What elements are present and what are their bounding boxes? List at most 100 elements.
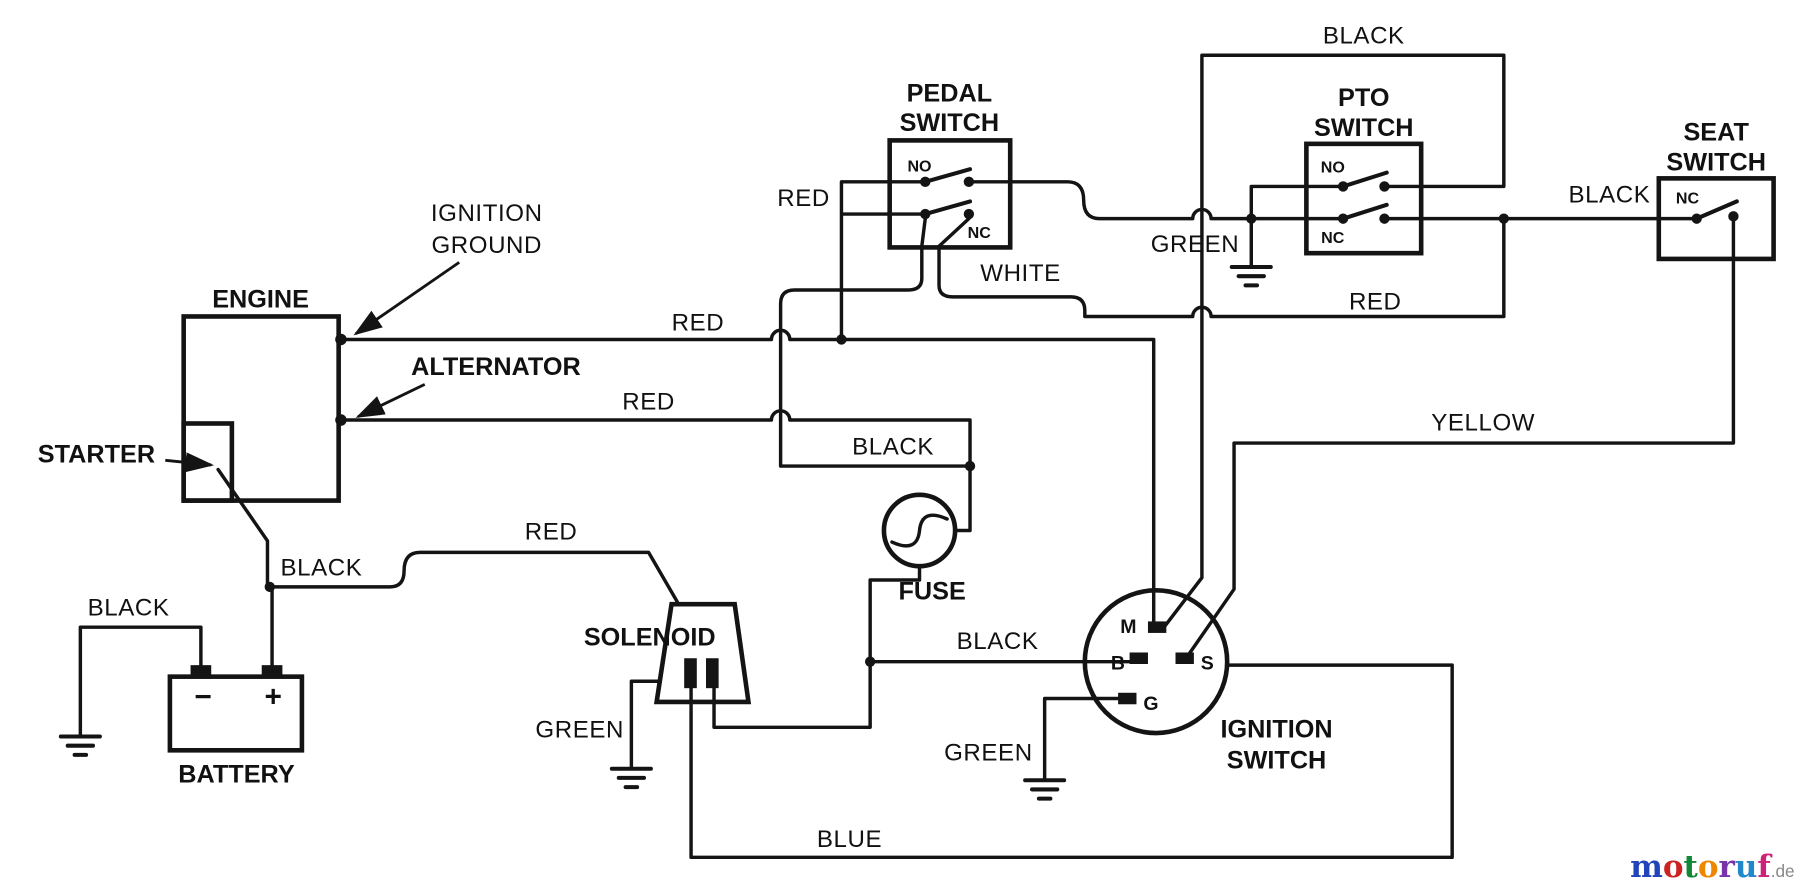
ground-symbol-solenoid [609,766,653,790]
ground-symbol-battery [58,734,102,757]
seat-contact-dot [1691,213,1702,224]
watermark-letter[interactable]: r [1719,849,1736,885]
ignition-switch-group: M B S G IGNITION SWITCH [1082,588,1333,775]
watermark-letter[interactable]: m [1630,849,1663,885]
wire-solenoid-red [265,550,680,604]
engine-group: ENGINE STARTER [38,285,341,503]
seat-nc-lever [1694,199,1739,221]
ignition-ground-pointer-arrow [353,261,460,336]
engine-terminal-callouts: IGNITION GROUND ALTERNATOR [353,200,581,418]
seat-switch-label-line1: SEAT [1683,118,1749,146]
watermark-letter[interactable]: o [1663,849,1684,885]
wire-label-battery-ground-black: BLACK [88,595,170,622]
pto-contact-dot [1337,181,1349,192]
solenoid-terminal [684,658,697,689]
ignition-switch-label-line2: SWITCH [1227,747,1327,775]
ignition-terminal-m [1147,621,1167,633]
ground-symbol-pto [1229,264,1273,288]
pto-contact-dot [1379,181,1390,192]
ignition-terminal-b [1129,652,1148,664]
pto-switch-nc-label: NC [1321,229,1345,247]
wire-label-alternator-red: RED [622,389,675,416]
pedal-switch-box [887,138,1013,250]
ignition-terminal-m-label: M [1120,616,1136,638]
seat-switch-nc-label: NC [1676,190,1700,208]
watermark-motoruf-logo[interactable]: motoruf.de [1630,849,1795,885]
fuse-group: FUSE [881,492,966,606]
engine-label: ENGINE [212,285,309,313]
wire-label-pedal-feed-red: RED [777,185,830,212]
wire-battery-negative-ground [78,625,203,739]
junction-dot [264,581,275,593]
wire-label-interlock-red: RED [1349,289,1402,316]
wire-label-solenoid-red: RED [525,519,578,546]
pedal-switch-no-label: NO [907,157,931,175]
junction-dot [1246,213,1257,224]
wire-label-engine-red: RED [672,309,725,336]
pedal-no-lever [923,167,973,184]
seat-contact-dot [1728,211,1739,222]
wire-fuse-to-solenoid [712,564,922,730]
pedal-contact-dot [963,176,975,188]
wire-label-ignition-b-black: BLACK [957,628,1039,655]
seat-switch-group: SEAT SWITCH NC [1656,118,1776,262]
pedal-switch-label-line1: PEDAL [907,79,993,107]
watermark-letter[interactable]: o [1698,849,1719,885]
wire-color-labels: BLACK RED WHITE GREEN BLACK RED RED RED … [88,23,1650,853]
ignition-ground-label-line2: GROUND [431,232,542,259]
pto-no-lever [1341,170,1389,189]
wire-ignition-green-ground [1042,696,1123,782]
pto-switch-box [1304,141,1424,256]
starter-pointer-arrow [165,452,215,473]
fuse-element-symbol [890,513,949,548]
watermark-letter[interactable]: t [1684,849,1699,885]
wire-solenoid-green-ground [629,679,661,771]
pedal-contact-dot [920,176,931,188]
wire-top-black [1162,53,1506,629]
pto-nc-lever [1341,202,1389,221]
wire-label-starter-black: BLACK [280,554,362,581]
wire-yellow [1187,214,1736,656]
pto-contact-dot [1379,213,1390,224]
ignition-terminal-b-label: B [1111,653,1125,675]
pto-switch-group: PTO SWITCH NO NC [1304,84,1424,256]
seat-switch-label-line2: SWITCH [1666,148,1766,176]
fuse-circle [881,492,958,569]
watermark-suffix[interactable]: .de [1771,861,1795,881]
pedal-switch-group: PEDAL SWITCH NO NC [887,79,1013,250]
pedal-switch-label-line2: SWITCH [900,109,1000,137]
ignition-switch-circle [1082,588,1230,736]
pedal-contact-dot [920,208,931,220]
watermark-letter[interactable]: f [1757,849,1773,885]
wire-label-blue: BLUE [817,826,882,853]
junction-dot [1498,213,1509,224]
battery-positive-sign: + [264,681,281,714]
wire-label-fuse-feed-black: BLACK [852,434,934,461]
wire-pedal-to-fuse-black [778,245,972,468]
pedal-nc-lever [923,199,973,217]
wire-blue [689,663,1454,860]
watermark-letter[interactable]: u [1735,849,1758,885]
ignition-ground-label-line1: IGNITION [431,200,543,227]
wire-label-solenoid-green: GREEN [535,717,624,744]
ignition-terminal-s [1175,652,1194,664]
wire-white-to-interlock-red [937,216,1506,319]
battery-group: − + BATTERY [167,665,305,789]
wire-pto-green-ground [1249,184,1345,269]
ground-symbol-ignition [1023,778,1067,801]
ignition-switch-label-line1: IGNITION [1220,716,1332,744]
junction-dot [864,656,876,667]
wire-label-pto-green: GREEN [1151,231,1240,258]
junction-dot [964,460,976,472]
wire-label-top-black: BLACK [1323,23,1405,50]
ignition-terminal-s-label: S [1201,653,1214,675]
pto-switch-no-label: NO [1321,159,1345,177]
wire-label-seat-black: BLACK [1568,182,1650,209]
starter-label: STARTER [38,441,155,469]
ignition-terminal-g [1118,692,1137,705]
battery-box [167,674,305,753]
wire-starter-black [216,467,270,589]
battery-negative-post [190,665,212,677]
junction-dot [836,334,847,345]
